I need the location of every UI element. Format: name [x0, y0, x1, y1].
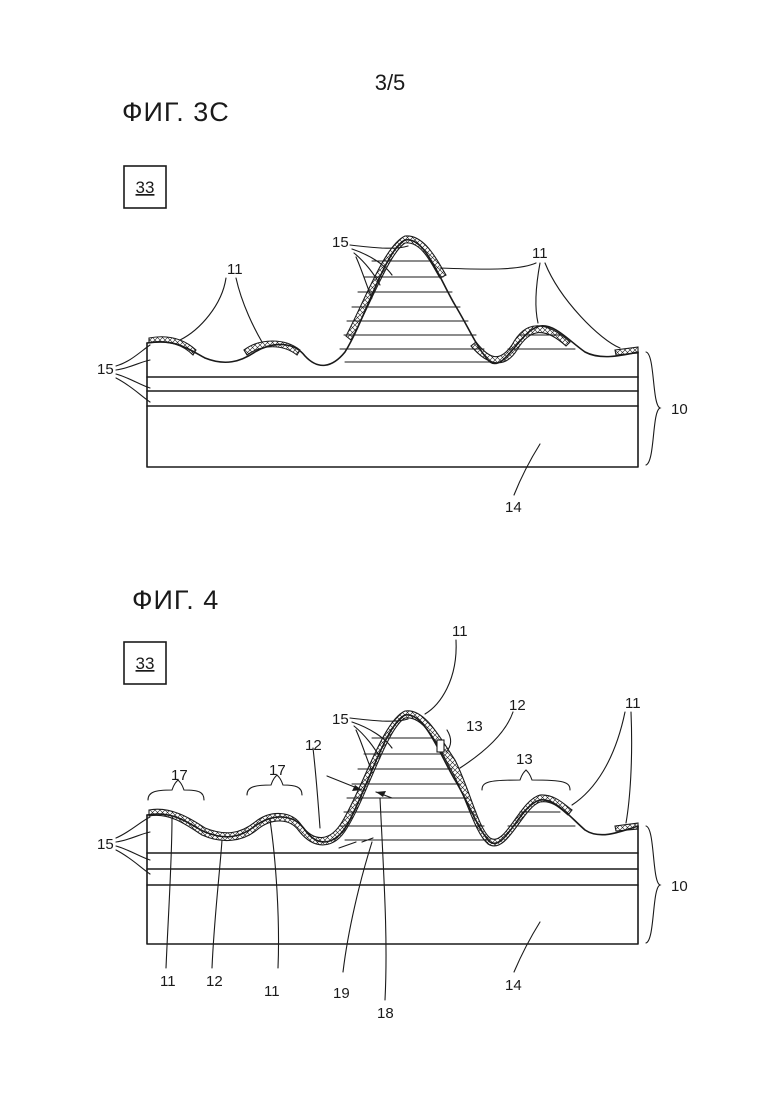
label-15-left: 15 — [97, 361, 114, 378]
reference-box-label: 33 — [136, 178, 155, 197]
label-15-left: 15 — [97, 836, 114, 853]
label-17-left: 17 — [171, 767, 188, 784]
substrate-layers — [147, 715, 638, 944]
label-14: 14 — [505, 977, 522, 994]
substrate-layers — [147, 240, 638, 467]
label-13-small: 13 — [466, 718, 483, 735]
label-13-bracket: 13 — [516, 751, 533, 768]
label-11-left: 11 — [227, 261, 243, 278]
reference-box-label: 33 — [136, 654, 155, 673]
label-10: 10 — [671, 401, 688, 418]
label-12-mid: 12 — [305, 737, 322, 754]
label-10: 10 — [671, 878, 688, 895]
label-17-mid: 17 — [269, 762, 286, 779]
label-11-bottom-mid: 11 — [264, 983, 280, 1000]
figure-3c: 33 — [97, 166, 688, 516]
label-11-right: 11 — [532, 245, 548, 262]
coating-segments — [149, 236, 638, 363]
leader-lines — [116, 640, 660, 1000]
label-19: 19 — [333, 985, 350, 1002]
figure-4: 33 — [97, 623, 688, 1022]
label-18: 18 — [377, 1005, 394, 1022]
label-14: 14 — [505, 499, 522, 516]
leader-lines — [116, 245, 660, 495]
label-12-right: 12 — [509, 697, 526, 714]
label-12-bottom-left: 12 — [206, 973, 223, 990]
label-11-bottom-left: 11 — [160, 973, 176, 990]
label-15-top: 15 — [332, 234, 349, 251]
label-11-right: 11 — [625, 695, 641, 712]
label-15-top: 15 — [332, 711, 349, 728]
label-11-top: 11 — [452, 623, 468, 640]
